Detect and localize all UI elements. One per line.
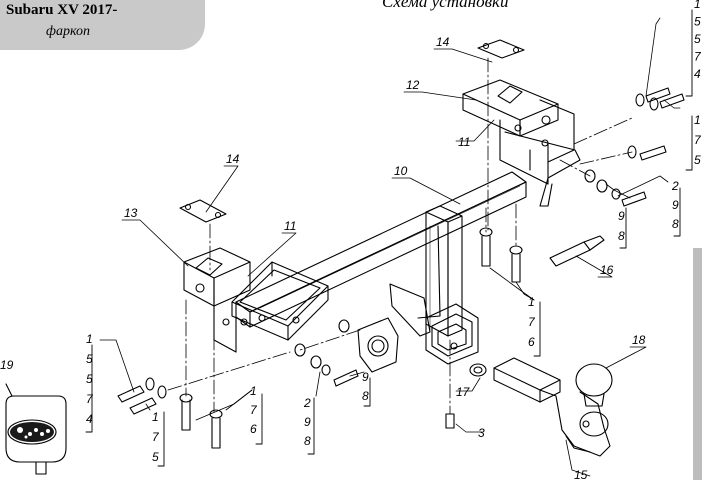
stack-item: 7 [86,392,94,406]
callout-label: 15 [574,468,588,480]
assembly-axes [167,57,633,415]
stack-item: 7 [694,50,702,64]
callout-label: 10 [394,164,408,178]
stack-item: 6 [250,422,257,436]
callout-leaders [99,17,681,477]
callout-label: 17 [456,385,471,399]
stack-item: 1 [250,384,257,398]
top-plate-left [179,199,227,223]
callout-label: 14 [226,152,240,166]
main-crossbar [235,171,527,328]
callout-label: 18 [632,333,646,347]
callout-label: 13 [124,206,138,220]
clip-17 [469,363,487,377]
stack-item: 5 [694,15,701,29]
left-end-frame [231,261,329,341]
callout-label: 11 [458,135,470,149]
bolt-kit-left [117,377,167,415]
left-bracket [183,247,251,353]
stack-lines [85,9,693,467]
product-subtitle: фаркоп [46,24,90,39]
header-tab: Subaru XV 2017- фаркоп [0,0,205,50]
bolt-kit-right [584,169,647,207]
callout-label: 19 [0,358,14,372]
callout-label: 3 [478,426,485,440]
bolt-3 [445,413,455,429]
stack-item: 7 [152,430,160,444]
socket-plate [357,317,399,373]
top-plate-right [477,39,525,59]
bolt-kit-center [294,319,359,387]
callout-label: 16 [600,263,614,277]
callout-label: 12 [406,78,420,92]
stack-item: 2 [303,396,311,410]
callout-label: 14 [436,35,450,49]
emblem-plate [5,383,67,475]
stack-item: 1 [694,0,701,11]
stack-item: 1 [528,295,535,309]
stack-item: 7 [528,315,536,329]
page-edge-bar [693,248,702,480]
stack-item: 5 [152,450,159,464]
stack-item: 8 [672,217,679,231]
stack-item: 6 [528,335,535,349]
stack-item: 1 [152,410,159,424]
stack-item: 5 [86,352,93,366]
stack-item: 9 [304,415,311,429]
bolt-kit-top-right [627,87,685,161]
stack-item: 8 [304,434,311,448]
stack-item: 8 [618,229,625,243]
stack-item: 5 [694,153,701,167]
stack-item: 9 [618,209,625,223]
callout-labels: 14 12 11 10 14 13 11 16 18 19 17 3 15 [0,35,646,480]
hitch-receiver [389,205,479,365]
ball-mount [493,357,613,457]
stack-item: 1 [86,332,93,346]
stack-item: 9 [362,370,369,384]
bolt-kit-under-left [179,393,223,449]
stack-item: 4 [694,67,701,81]
stack-item: 7 [694,133,702,147]
pin-16 [549,235,605,267]
stack-item: 1 [694,113,701,127]
stack-item: 4 [86,412,93,426]
stack-item: 5 [694,32,701,46]
stack-item: 5 [86,372,93,386]
stack-item: 9 [672,198,679,212]
stack-item: 2 [671,179,679,193]
stack-item: 7 [250,403,258,417]
stack-item: 8 [362,389,369,403]
diagram-title: Схема установки [382,0,509,11]
subaru-emblem-icon [10,422,54,442]
callout-label: 11 [284,219,296,233]
model-name: Subaru XV 2017- [6,2,118,18]
